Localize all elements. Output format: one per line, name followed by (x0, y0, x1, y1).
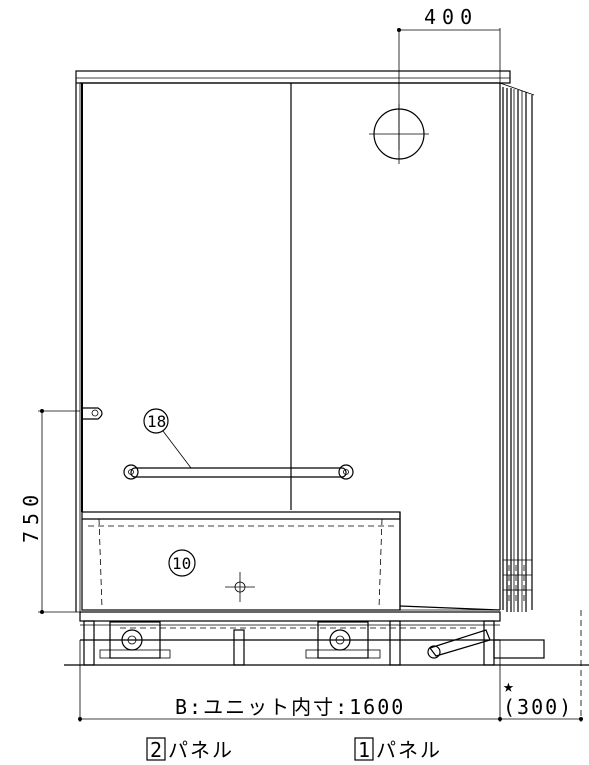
support-legs (83, 620, 545, 666)
handrail-balloon: 18 (143, 408, 192, 469)
handrail-balloon-number: 18 (147, 412, 166, 431)
bottom-dimension: B:ユニット内寸:1600 (300) ★ (78, 610, 583, 722)
bathtub-balloon-number: 10 (172, 554, 191, 573)
panel-2-number: 2 (150, 738, 164, 762)
top-dimension-label: 400 (424, 5, 478, 29)
right-offset-label: (300) (503, 695, 573, 719)
side-door-frame (502, 87, 533, 612)
ventilation-circle (369, 104, 429, 164)
bathtub (81, 511, 501, 611)
floor-base-frame (64, 611, 589, 666)
left-dimension: 750 (19, 409, 80, 614)
left-dimension-label: 750 (19, 489, 43, 543)
handrail (123, 464, 354, 480)
star-mark: ★ (503, 676, 514, 697)
panel-label-1: 1 パネル (354, 737, 442, 762)
unit-width-label: B:ユニット内寸:1600 (175, 695, 405, 719)
panel-1-label: パネル (376, 738, 442, 762)
top-dimension: 400 (397, 5, 501, 150)
drain-centre-mark (225, 572, 255, 602)
bathtub-balloon: 10 (168, 549, 196, 577)
wall-handle (82, 407, 103, 420)
panel-2-label: パネル (168, 738, 234, 762)
panel-label-2: 2 パネル (146, 737, 234, 762)
panel-1-number: 1 (358, 738, 372, 762)
wall-panels (75, 82, 501, 612)
